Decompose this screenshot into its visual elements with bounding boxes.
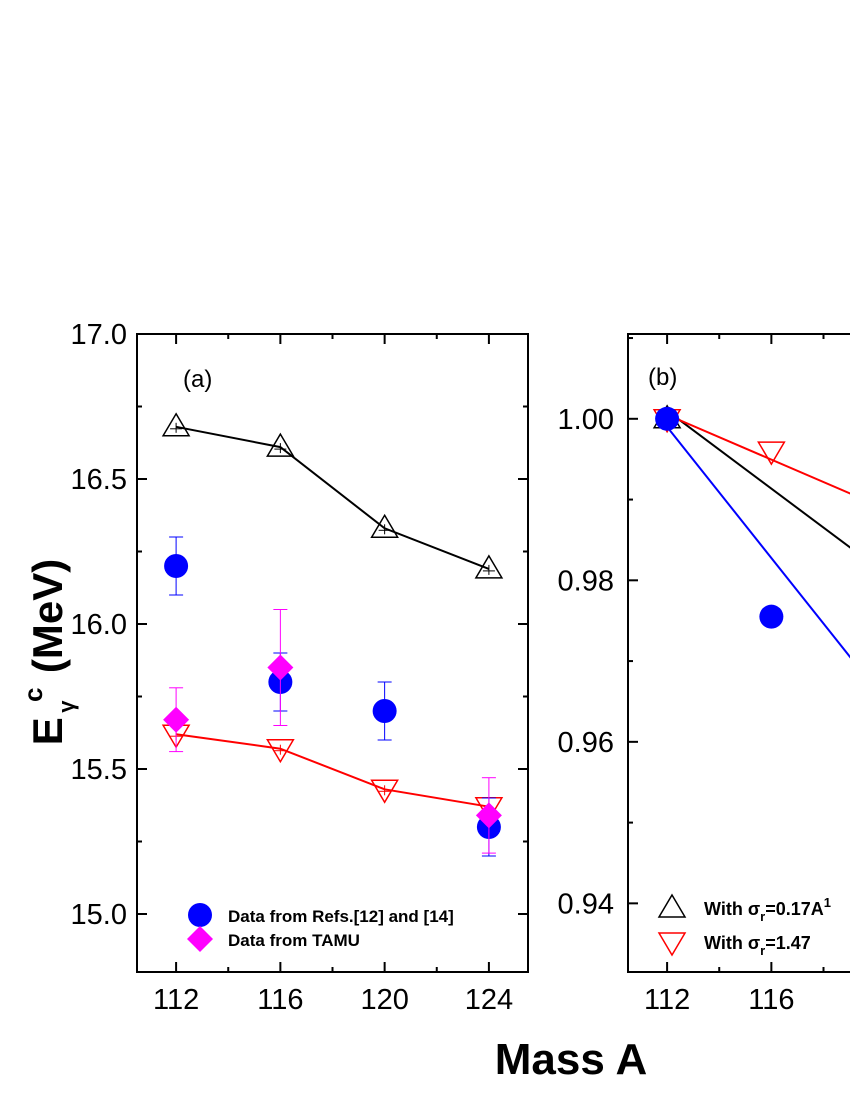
y-tick-label-a: 16.0	[71, 609, 127, 641]
y-axis-label-sup: c	[18, 688, 48, 702]
fit-line-b-1	[666, 413, 850, 495]
y-tick-label-a: 15.5	[71, 754, 127, 786]
legend-marker-b-1	[657, 932, 687, 957]
panel-label-a: (a)	[183, 366, 212, 393]
point-a-0-0	[161, 412, 191, 437]
panel-a: 112 116 120 124 15.0 15.5 16.0 16.5 17.0 (a) Data …	[71, 319, 529, 1016]
fit-line-b-0	[666, 409, 850, 549]
y-axis-label-sub: γ	[54, 700, 79, 713]
legend-label-a-1: Data from TAMU	[228, 931, 360, 950]
legend-marker-a-0	[188, 903, 212, 927]
panel-b: 11211610.940.960.981.00(b)With σr=0.17A1…	[558, 333, 850, 1016]
legend-marker-b-0	[657, 893, 687, 918]
x-tick-label-a: 116	[257, 984, 303, 1016]
x-tick-label-b: 116	[748, 984, 794, 1016]
panel-label-b: (b)	[648, 364, 677, 391]
x-axis-label: Mass A	[495, 1035, 647, 1084]
point-a-0-3	[474, 554, 504, 579]
point-b-1-1	[757, 441, 786, 466]
point-b-2-1	[759, 604, 784, 629]
y-axis-label-main: E	[24, 717, 71, 745]
series-line-a-0	[175, 425, 490, 570]
y-tick-label-a: 17.0	[71, 319, 127, 351]
x-tick-label-a: 120	[360, 984, 408, 1016]
plot-area-b	[652, 404, 850, 659]
point-b-2-0	[655, 406, 680, 431]
legend-marker-a-1	[187, 926, 213, 952]
y-tick-label-a: 16.5	[71, 464, 127, 496]
axis-labels: Mass A E γ c (MeV)	[18, 559, 647, 1084]
point-a-3-2	[475, 802, 502, 829]
y-axis-label: E γ c (MeV)	[18, 559, 79, 745]
legend-label-b-1: With σr=1.47	[704, 933, 811, 958]
point-a-2-0	[164, 554, 189, 578]
point-a-2-2	[372, 699, 397, 723]
fit-line-b-2	[666, 426, 850, 659]
x-tick-label-b: 112	[644, 984, 690, 1016]
legend-label-a-0: Data from Refs.[12] and [14]	[228, 907, 454, 926]
series-line-a-1	[175, 733, 490, 808]
x-tick-label-a: 112	[153, 984, 199, 1016]
y-tick-label-b: 1.00	[558, 404, 614, 436]
point-a-1-1	[266, 738, 295, 764]
y-tick-label-b: 0.94	[558, 888, 614, 920]
y-tick-label-a: 15.0	[71, 899, 127, 931]
plot-frame-b	[627, 333, 850, 973]
point-a-1-2	[370, 779, 399, 804]
legend-label-b-0: With σr=0.17A1	[704, 895, 831, 924]
point-a-0-2	[370, 513, 399, 539]
y-tick-label-b: 0.98	[558, 565, 614, 597]
point-a-3-1	[267, 654, 294, 681]
y-axis-label-unit: (MeV)	[24, 559, 71, 673]
point-a-0-1	[266, 432, 295, 457]
point-a-3-0	[163, 706, 190, 733]
y-tick-label-b: 0.96	[558, 727, 614, 759]
x-tick-label-a: 124	[465, 984, 513, 1016]
